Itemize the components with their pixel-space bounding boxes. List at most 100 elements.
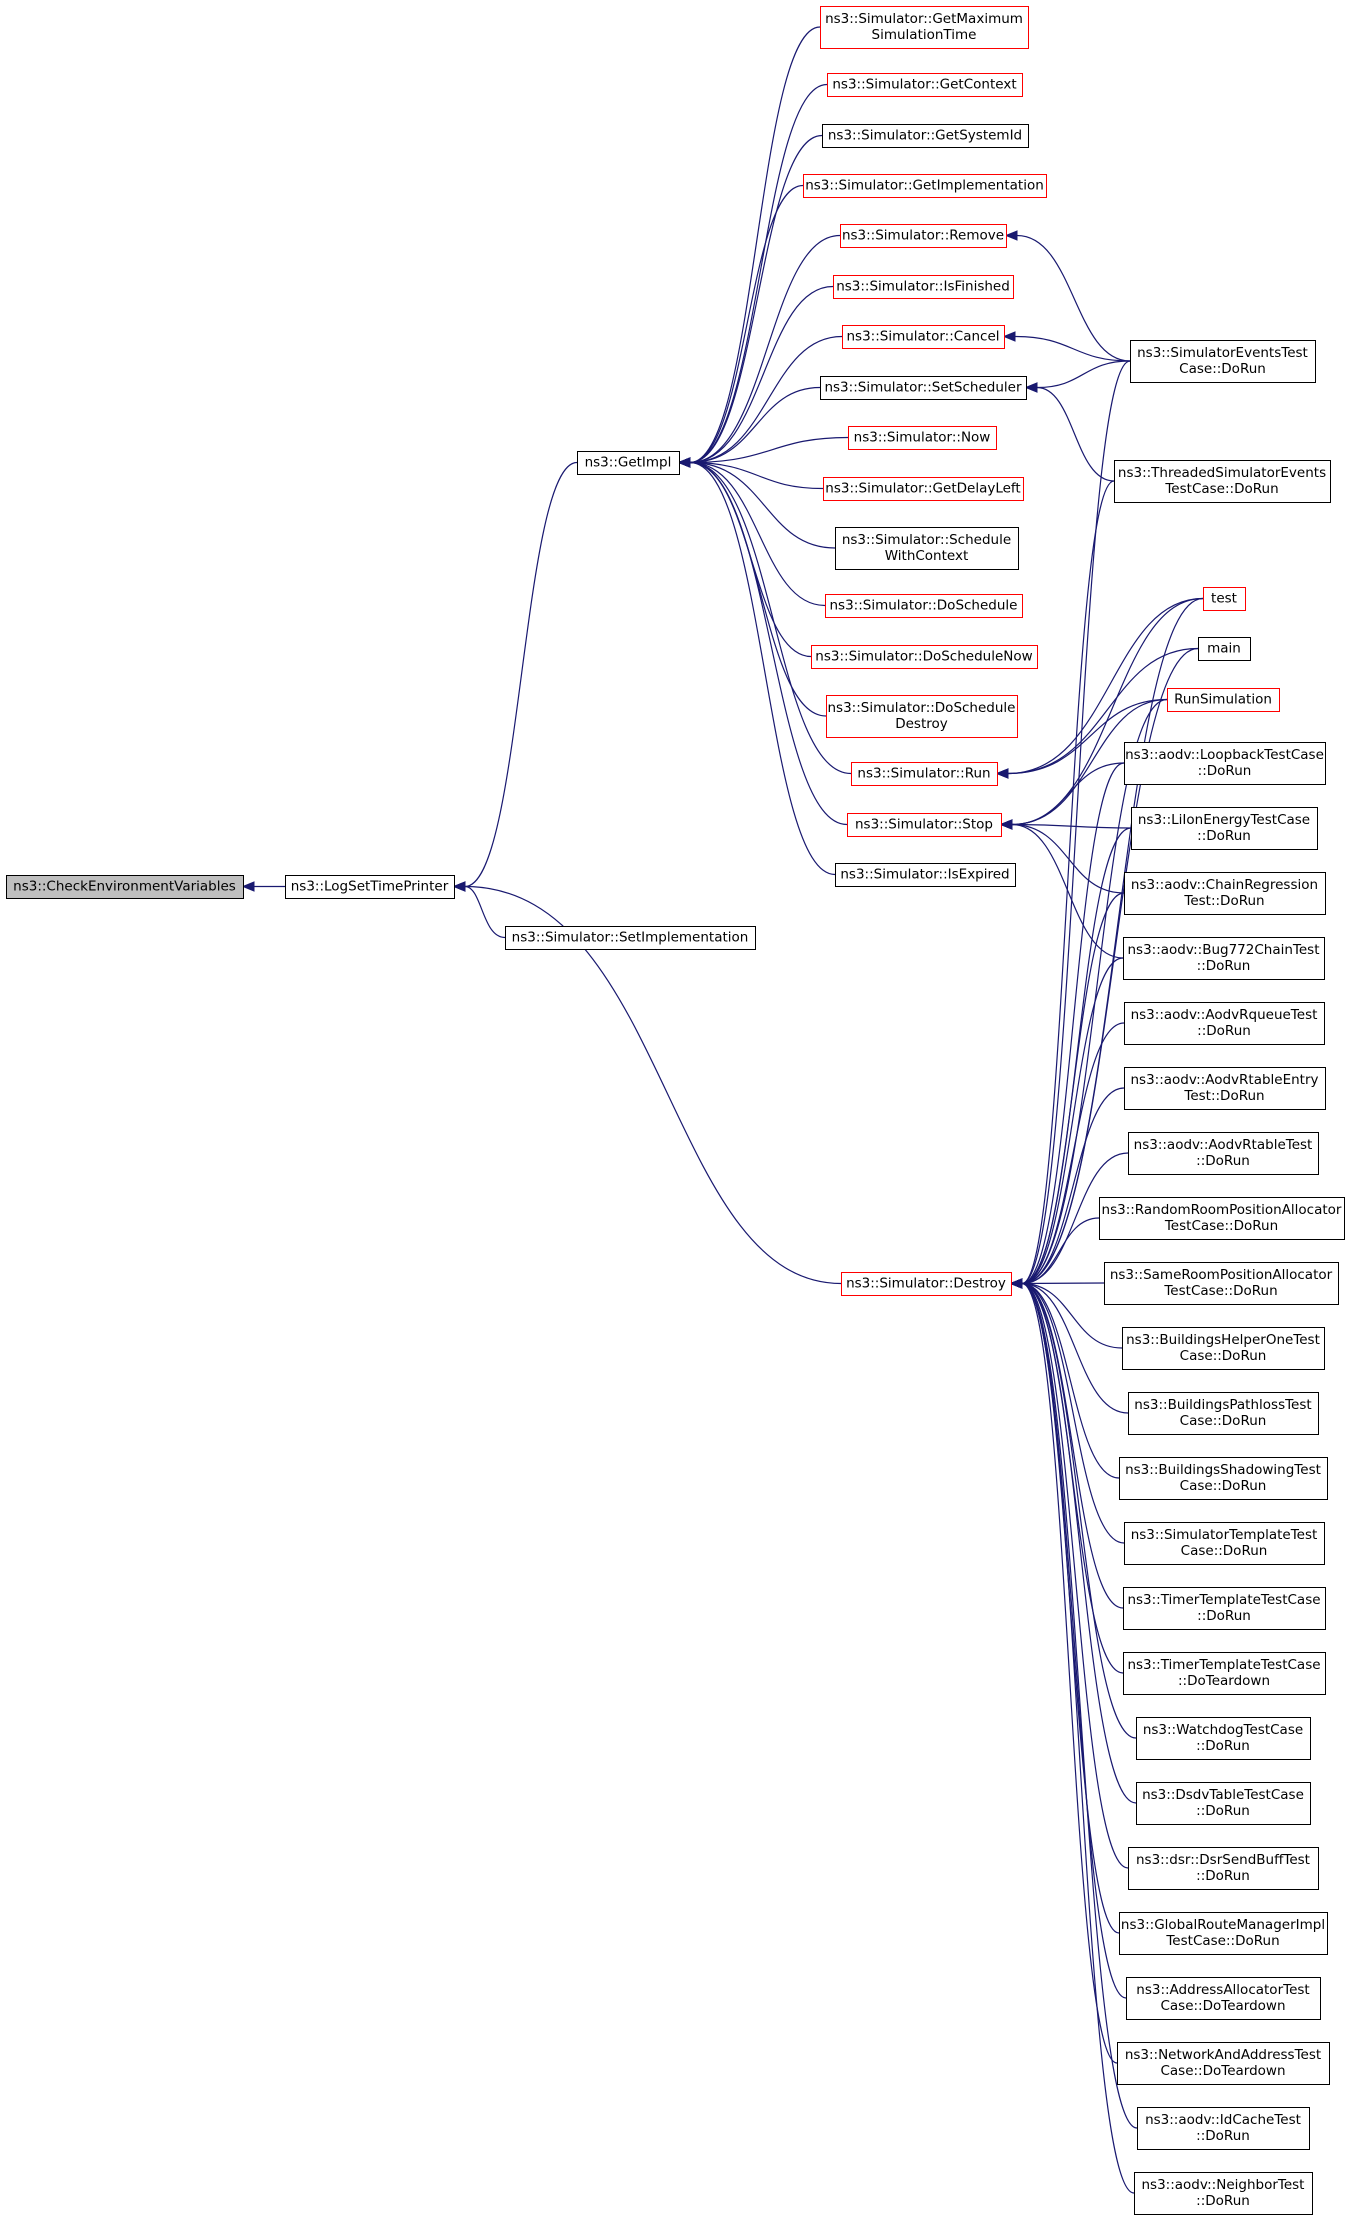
edge-line	[1007, 698, 1168, 775]
node-remove[interactable]: ns3::Simulator::Remove	[840, 224, 1007, 248]
node-timer-template-run[interactable]: ns3::TimerTemplateTestCase::DoRun	[1123, 1587, 1326, 1630]
node-get-context[interactable]: ns3::Simulator::GetContext	[827, 73, 1023, 97]
node-box	[577, 451, 680, 475]
node-get-impl[interactable]: ns3::GetImpl	[577, 451, 680, 475]
node-label-line: Case::DoRun	[1181, 1543, 1268, 1559]
node-destroy[interactable]: ns3::Simulator::Destroy	[841, 1272, 1012, 1296]
edge-line	[689, 285, 834, 464]
edge-line	[1021, 1282, 1135, 2194]
node-box	[1124, 742, 1326, 785]
node-box	[1130, 340, 1316, 383]
node-label-line: ns3::aodv::LoopbackTestCase	[1125, 747, 1324, 763]
node-main[interactable]: main	[1198, 637, 1251, 661]
node-timer-template-teardown[interactable]: ns3::TimerTemplateTestCase::DoTeardown	[1123, 1652, 1326, 1695]
node-box	[1128, 1847, 1319, 1890]
node-run-simulation[interactable]: RunSimulation	[1167, 688, 1280, 712]
edge-line	[1007, 647, 1199, 775]
edge-line	[1021, 1282, 1129, 1414]
edge-line	[464, 885, 842, 1285]
node-global-route-mgr[interactable]: ns3::GlobalRouteManagerImplTestCase::DoR…	[1119, 1912, 1328, 1955]
node-label-line: RunSimulation	[1174, 692, 1272, 708]
edge-timer_template_teardown-to-destroy	[1009, 1278, 1124, 1674]
node-label-line: ns3::BuildingsShadowingTest	[1125, 1462, 1321, 1478]
node-label-line: ns3::RandomRoomPositionAllocator	[1102, 1202, 1342, 1218]
node-get-delay-left[interactable]: ns3::Simulator::GetDelayLeft	[823, 477, 1024, 501]
node-threaded-sim-events[interactable]: ns3::ThreadedSimulatorEventsTestCase::Do…	[1114, 460, 1331, 503]
node-check-env[interactable]: ns3::CheckEnvironmentVariables	[6, 875, 244, 899]
node-get-system-id[interactable]: ns3::Simulator::GetSystemId	[822, 124, 1029, 148]
node-stop[interactable]: ns3::Simulator::Stop	[847, 813, 1002, 837]
node-set-impl[interactable]: ns3::Simulator::SetImplementation	[505, 926, 756, 950]
node-network-and-address[interactable]: ns3::NetworkAndAddressTestCase::DoTeardo…	[1117, 2042, 1330, 2085]
node-do-schedule-now[interactable]: ns3::Simulator::DoScheduleNow	[811, 645, 1038, 669]
edge-stop-to-get_impl	[677, 457, 848, 826]
node-aodv-idcache[interactable]: ns3::aodv::IdCacheTest::DoRun	[1137, 2107, 1310, 2150]
node-box	[847, 813, 1002, 837]
node-log-set-time[interactable]: ns3::LogSetTimePrinter	[285, 875, 455, 899]
node-test[interactable]: test	[1203, 587, 1246, 611]
node-label-line: ::DoRun	[1196, 1153, 1250, 1169]
node-is-finished[interactable]: ns3::Simulator::IsFinished	[833, 275, 1014, 299]
node-box	[1136, 1717, 1311, 1760]
node-aodv-bug772[interactable]: ns3::aodv::Bug772ChainTest::DoRun	[1123, 937, 1325, 980]
edge-line	[689, 83, 828, 464]
edge-cancel-to-get_impl	[677, 335, 843, 468]
edge-line	[1021, 647, 1199, 1285]
node-dsr-send-buff[interactable]: ns3::dsr::DsrSendBuffTest::DoRun	[1128, 1847, 1319, 1890]
node-label-line: test	[1211, 591, 1237, 607]
edge-aodv_chain_regression-to-stop	[999, 819, 1125, 894]
node-aodv-rqueue[interactable]: ns3::aodv::AodvRqueueTest::DoRun	[1124, 1002, 1325, 1045]
edge-line	[1021, 1282, 1137, 1804]
node-now[interactable]: ns3::Simulator::Now	[848, 426, 997, 450]
edge-line	[689, 461, 848, 826]
node-label-line: ns3::GlobalRouteManagerImpl	[1121, 1917, 1325, 1933]
edge-line	[689, 335, 843, 464]
node-is-expired[interactable]: ns3::Simulator::IsExpired	[835, 863, 1016, 887]
edge-aodv_neighbor-to-destroy	[1009, 1278, 1135, 2194]
node-random-room-pos[interactable]: ns3::RandomRoomPositionAllocatorTestCase…	[1099, 1197, 1345, 1240]
node-set-scheduler[interactable]: ns3::Simulator::SetScheduler	[820, 376, 1027, 400]
node-label-line: ns3::aodv::AodvRtableEntry	[1130, 1072, 1318, 1088]
node-run[interactable]: ns3::Simulator::Run	[851, 762, 998, 786]
node-label-line: Test::DoRun	[1183, 893, 1264, 909]
node-label-line: ns3::LiIonEnergyTestCase	[1138, 812, 1310, 828]
edge-line	[1021, 1282, 1105, 1285]
node-label-line: ns3::Simulator::DoSchedule	[828, 700, 1016, 716]
node-aodv-neighbor[interactable]: ns3::aodv::NeighborTest::DoRun	[1134, 2172, 1313, 2215]
edge-line	[1011, 823, 1124, 959]
edge-line	[1016, 234, 1131, 362]
node-aodv-rtable[interactable]: ns3::aodv::AodvRtableTest::DoRun	[1128, 1132, 1319, 1175]
edge-line	[1021, 957, 1124, 1285]
edge-get_impl-to-log_set_time	[452, 461, 578, 892]
node-address-allocator[interactable]: ns3::AddressAllocatorTestCase::DoTeardow…	[1126, 1977, 1321, 2020]
node-box	[820, 376, 1027, 400]
node-label-line: ns3::DsdvTableTestCase	[1142, 1787, 1304, 1803]
node-box	[851, 762, 998, 786]
node-label-line: ns3::Simulator::Stop	[855, 817, 993, 833]
node-aodv-loopback[interactable]: ns3::aodv::LoopbackTestCase::DoRun	[1124, 742, 1326, 785]
node-do-schedule[interactable]: ns3::Simulator::DoSchedule	[825, 594, 1023, 618]
node-cancel[interactable]: ns3::Simulator::Cancel	[842, 325, 1005, 349]
node-get-implementation[interactable]: ns3::Simulator::GetImplementation	[803, 174, 1047, 198]
node-label-line: ns3::SimulatorTemplateTest	[1131, 1527, 1318, 1543]
node-dsdv-table[interactable]: ns3::DsdvTableTestCase::DoRun	[1136, 1782, 1311, 1825]
node-same-room-pos[interactable]: ns3::SameRoomPositionAllocatorTestCase::…	[1104, 1262, 1339, 1305]
node-label-line: ::DoTeardown	[1178, 1673, 1270, 1689]
edge-line	[1036, 360, 1131, 389]
node-label-line: ns3::aodv::Bug772ChainTest	[1127, 942, 1319, 958]
edge-line	[689, 461, 826, 607]
edge-line	[689, 461, 824, 490]
node-label-line: ns3::NetworkAndAddressTest	[1125, 2047, 1321, 2063]
node-liion-energy[interactable]: ns3::LiIonEnergyTestCase::DoRun	[1131, 807, 1318, 850]
node-watchdog[interactable]: ns3::WatchdogTestCase::DoRun	[1136, 1717, 1311, 1760]
